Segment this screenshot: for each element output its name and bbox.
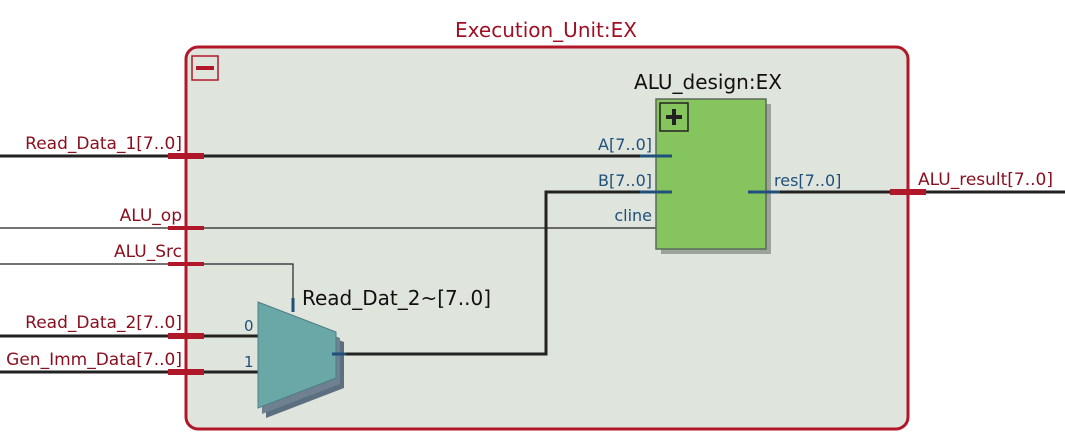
- pin-label-read-data-2: Read_Data_2[7..0]: [25, 313, 182, 333]
- mux-label: Read_Dat_2~[7..0]: [302, 286, 491, 310]
- mux-input-0-label: 0: [244, 317, 254, 335]
- pin-marker-alu-result: [890, 189, 926, 195]
- port-label-a: A[7..0]: [598, 135, 652, 154]
- port-label-cline: cline: [614, 206, 652, 225]
- pin-marker-gen-imm-data: [168, 369, 204, 375]
- wire-alu-src: [0, 263, 294, 300]
- alu-block-title: ALU_design:EX: [634, 70, 782, 94]
- pin-marker-read-data-2: [168, 333, 204, 339]
- read-dat-2-mux[interactable]: [257, 301, 337, 409]
- port-label-b: B[7..0]: [598, 171, 652, 190]
- pin-label-read-data-1: Read_Data_1[7..0]: [25, 134, 182, 154]
- pin-marker-alu-op: [168, 226, 204, 230]
- pin-label-alu-op: ALU_op: [120, 206, 182, 226]
- pin-marker-alu-src: [168, 262, 204, 266]
- plus-icon[interactable]: [659, 102, 689, 132]
- minus-icon[interactable]: [191, 55, 219, 81]
- wire-mux-to-b: [338, 190, 658, 356]
- port-label-res: res[7..0]: [774, 171, 841, 190]
- pin-marker-read-data-1: [168, 153, 204, 159]
- outer-block-title: Execution_Unit:EX: [455, 18, 637, 42]
- pin-label-alu-result: ALU_result[7..0]: [918, 170, 1053, 190]
- pin-label-alu-src: ALU_Src: [114, 242, 182, 262]
- alu-design-block[interactable]: [655, 98, 767, 250]
- pin-label-gen-imm-data: Gen_Imm_Data[7..0]: [6, 350, 182, 370]
- mux-input-1-label: 1: [244, 353, 254, 371]
